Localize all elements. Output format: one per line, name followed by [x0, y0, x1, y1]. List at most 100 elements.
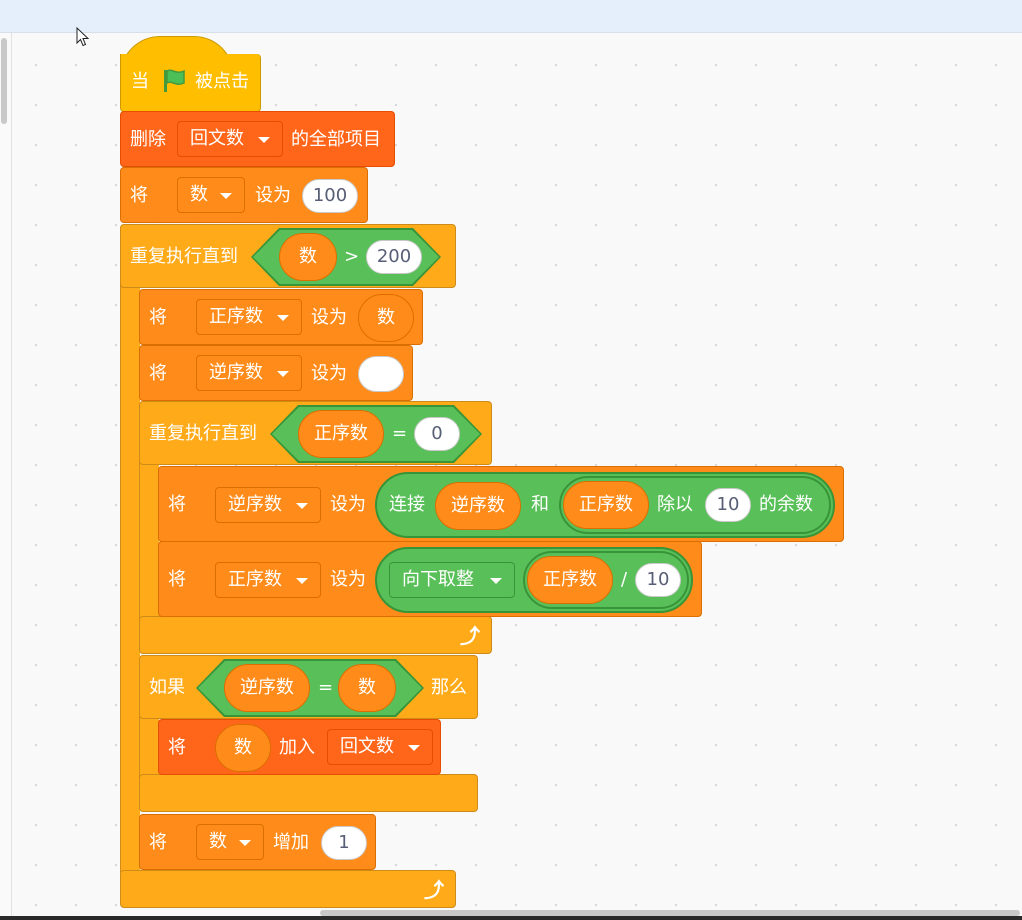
- math-function-dropdown[interactable]: 向下取整: [389, 562, 515, 598]
- hat-when-label: 当: [131, 71, 149, 92]
- loop-arrow-icon: ⤴: [460, 624, 480, 648]
- chevron-down-icon: [239, 840, 251, 846]
- number-input[interactable]: 10: [705, 488, 751, 522]
- variable-dropdown-label: 逆序数: [209, 362, 263, 383]
- mod-label: 除以: [657, 494, 693, 515]
- variable-dropdown[interactable]: 逆序数: [215, 487, 321, 523]
- hat-clicked-label: 被点击: [195, 71, 249, 92]
- set-to-label: 设为: [311, 363, 347, 384]
- loop-arrow-icon: ⤴: [424, 878, 444, 902]
- set-label: 将: [149, 307, 167, 328]
- math-function-label: 向下取整: [402, 569, 474, 590]
- set-label: 将: [168, 569, 186, 590]
- delete-label: 删除: [130, 129, 166, 150]
- if-then-block[interactable]: 如果 逆序数 = 数 那么: [139, 655, 478, 719]
- list-dropdown-label: 回文数: [340, 736, 394, 757]
- divide-operator[interactable]: 正序数 / 10: [523, 551, 689, 609]
- chevron-down-icon: [408, 745, 420, 751]
- set-variable-block[interactable]: 将 数 设为 100: [120, 167, 368, 223]
- number-input[interactable]: 1: [321, 826, 367, 860]
- vertical-scrollbar[interactable]: [1, 38, 7, 124]
- variable-dropdown[interactable]: 正序数: [196, 299, 302, 335]
- operator-symbol: =: [318, 677, 334, 698]
- repeat-until-inner-bottom[interactable]: [139, 616, 492, 654]
- left-gutter: [0, 33, 12, 920]
- repeat-until-block[interactable]: 重复执行直到 正序数 = 0: [139, 401, 492, 465]
- repeat-until-block[interactable]: 重复执行直到 数 > 200: [120, 224, 456, 288]
- set-variable-block[interactable]: 将 正序数 设为 向下取整 正序数 / 10: [158, 541, 702, 617]
- variable-reporter[interactable]: 数: [338, 664, 396, 712]
- then-label: 那么: [431, 677, 467, 698]
- delete-suffix-label: 的全部项目: [291, 129, 381, 150]
- variable-reporter[interactable]: 数: [358, 294, 414, 342]
- list-dropdown[interactable]: 回文数: [327, 729, 433, 765]
- text-input[interactable]: [358, 356, 404, 392]
- set-variable-block[interactable]: 将 逆序数 设为 连接 逆序数 和 正序数 除以 10 的余数: [158, 466, 844, 542]
- variable-reporter[interactable]: 正序数: [527, 556, 613, 604]
- delete-all-of-list-block[interactable]: 删除 回文数 的全部项目: [120, 111, 395, 167]
- set-label: 将: [130, 185, 148, 206]
- mouse-cursor-icon: [76, 27, 90, 47]
- repeat-until-label: 重复执行直到: [130, 246, 238, 267]
- number-input[interactable]: 200: [366, 240, 422, 274]
- when-flag-clicked-block[interactable]: 当 被点击: [120, 54, 261, 112]
- variable-reporter[interactable]: 数: [279, 233, 337, 281]
- if-block-bottom[interactable]: [139, 774, 478, 812]
- variable-dropdown-label: 逆序数: [228, 494, 282, 515]
- math-function-operator[interactable]: 向下取整 正序数 / 10: [375, 547, 693, 613]
- variable-dropdown[interactable]: 逆序数: [196, 355, 302, 391]
- join-operator[interactable]: 连接 逆序数 和 正序数 除以 10 的余数: [375, 472, 835, 538]
- variable-dropdown-label: 数: [209, 831, 227, 852]
- chevron-down-icon: [490, 578, 502, 584]
- green-flag-icon: [164, 69, 185, 92]
- repeat-until-outer-bottom[interactable]: [120, 870, 456, 908]
- if-label: 如果: [149, 677, 185, 698]
- variable-reporter[interactable]: 逆序数: [224, 664, 310, 712]
- chevron-down-icon: [277, 315, 289, 321]
- set-variable-block[interactable]: 将 逆序数 设为: [139, 345, 413, 401]
- chevron-down-icon: [220, 193, 232, 199]
- variable-dropdown-label: 正序数: [228, 569, 282, 590]
- variable-reporter[interactable]: 正序数: [563, 481, 649, 529]
- join-label: 连接: [389, 494, 425, 515]
- and-label: 和: [531, 494, 549, 515]
- number-input[interactable]: 10: [635, 563, 681, 597]
- mod-suffix-label: 的余数: [759, 494, 813, 515]
- variable-reporter[interactable]: 数: [215, 724, 271, 772]
- variable-dropdown[interactable]: 数: [177, 177, 245, 213]
- list-dropdown[interactable]: 回文数: [177, 121, 283, 157]
- chevron-down-icon: [296, 503, 308, 509]
- change-label: 增加: [273, 832, 309, 853]
- chevron-down-icon: [296, 578, 308, 584]
- variable-reporter[interactable]: 逆序数: [435, 482, 521, 530]
- add-label: 加入: [279, 737, 315, 758]
- variable-reporter[interactable]: 正序数: [298, 410, 384, 458]
- chevron-down-icon: [277, 371, 289, 377]
- horizontal-scrollbar[interactable]: [320, 910, 1020, 916]
- bottom-border: [0, 916, 1022, 920]
- number-input[interactable]: 0: [414, 417, 460, 451]
- set-label: 将: [168, 494, 186, 515]
- operator-symbol: >: [344, 246, 360, 267]
- variable-dropdown[interactable]: 正序数: [215, 562, 321, 598]
- variable-dropdown[interactable]: 数: [196, 824, 264, 860]
- set-to-label: 设为: [311, 307, 347, 328]
- mod-operator[interactable]: 正序数 除以 10 的余数: [559, 476, 831, 534]
- top-bar: [0, 0, 1022, 33]
- variable-dropdown-label: 正序数: [209, 306, 263, 327]
- change-variable-block[interactable]: 将 数 增加 1: [139, 814, 376, 870]
- variable-dropdown-label: 数: [190, 184, 208, 205]
- set-label: 将: [149, 363, 167, 384]
- list-dropdown-label: 回文数: [190, 128, 244, 149]
- divide-symbol: /: [621, 569, 628, 590]
- set-variable-block[interactable]: 将 正序数 设为 数: [139, 289, 423, 345]
- set-to-label: 设为: [330, 494, 366, 515]
- operator-symbol: =: [392, 423, 408, 444]
- set-to-label: 设为: [255, 185, 291, 206]
- add-to-list-block[interactable]: 将 数 加入 回文数: [158, 719, 441, 775]
- repeat-until-outer-arm: [120, 226, 140, 876]
- number-input[interactable]: 100: [302, 179, 358, 213]
- change-set-label: 将: [149, 832, 167, 853]
- add-set-label: 将: [168, 737, 186, 758]
- chevron-down-icon: [258, 137, 270, 143]
